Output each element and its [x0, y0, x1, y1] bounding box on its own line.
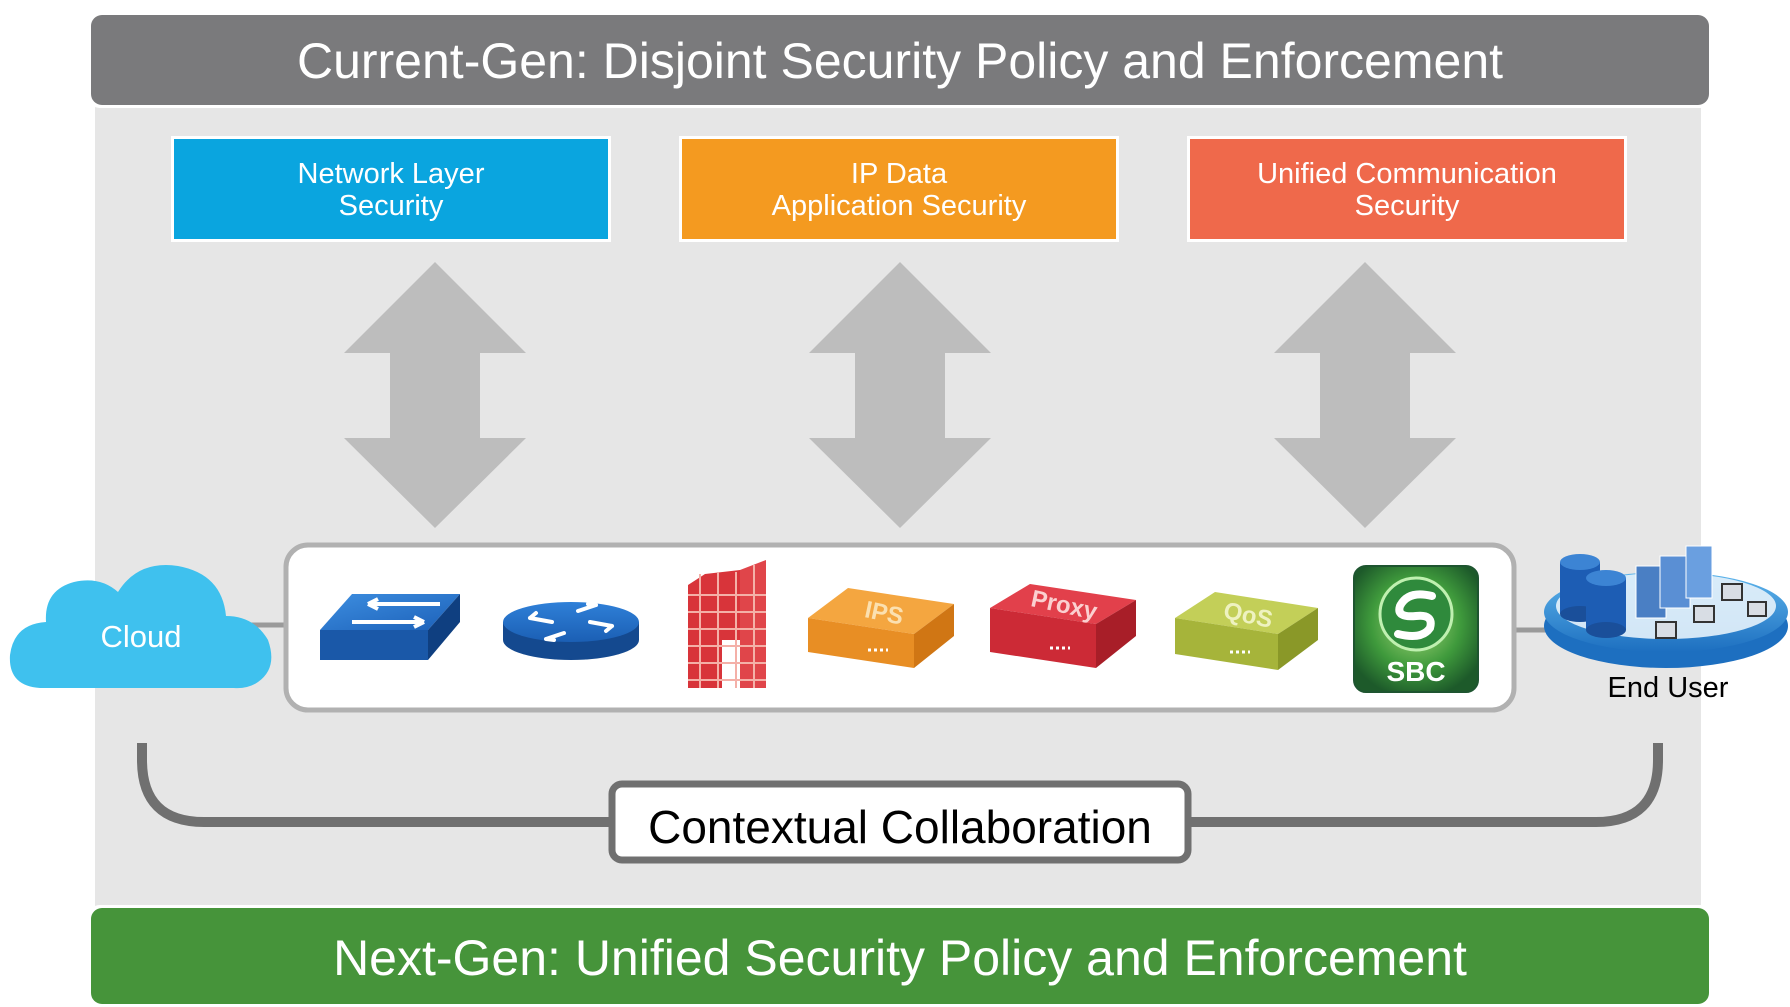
ip-data-application-security-box: IP Data Application Security [679, 136, 1119, 242]
unified-communication-line2: Security [1355, 190, 1460, 222]
router-icon [503, 602, 639, 660]
switch-icon [320, 594, 460, 660]
unified-communication-security-box: Unified Communication Security [1187, 136, 1627, 242]
double-arrow-network [344, 262, 526, 528]
network-layer-line2: Security [339, 190, 444, 222]
contextual-collaboration-box: Contextual Collaboration [608, 780, 1192, 864]
cloud-icon: Cloud [9, 565, 272, 689]
end-user-icon: End User [1544, 545, 1788, 704]
current-gen-title: Current-Gen: Disjoint Security Policy an… [297, 33, 1503, 89]
next-gen-title: Next-Gen: Unified Security Policy and En… [333, 930, 1467, 986]
ip-data-line1: IP Data [851, 158, 948, 190]
network-layer-line1: Network Layer [298, 158, 485, 190]
qos-appliance-icon: QoS [1175, 592, 1318, 670]
firewall-icon [688, 560, 766, 688]
proxy-appliance-icon: Proxy [990, 584, 1136, 668]
contextual-collaboration-label: Contextual Collaboration [648, 801, 1152, 853]
sbc-icon: SBC [1353, 565, 1479, 693]
cloud-label: Cloud [101, 619, 182, 654]
end-user-label: End User [1608, 672, 1729, 704]
ip-data-line2: Application Security [772, 190, 1027, 222]
network-layer-security-box: Network Layer Security [171, 136, 611, 242]
double-arrow-unified-comm [1274, 262, 1456, 528]
unified-communication-line1: Unified Communication [1257, 158, 1557, 190]
sbc-label: SBC [1386, 656, 1445, 687]
double-arrow-application [809, 262, 991, 528]
current-gen-banner: Current-Gen: Disjoint Security Policy an… [86, 12, 1714, 108]
next-gen-banner: Next-Gen: Unified Security Policy and En… [86, 905, 1714, 1005]
ips-appliance-icon: IPS [808, 588, 954, 668]
